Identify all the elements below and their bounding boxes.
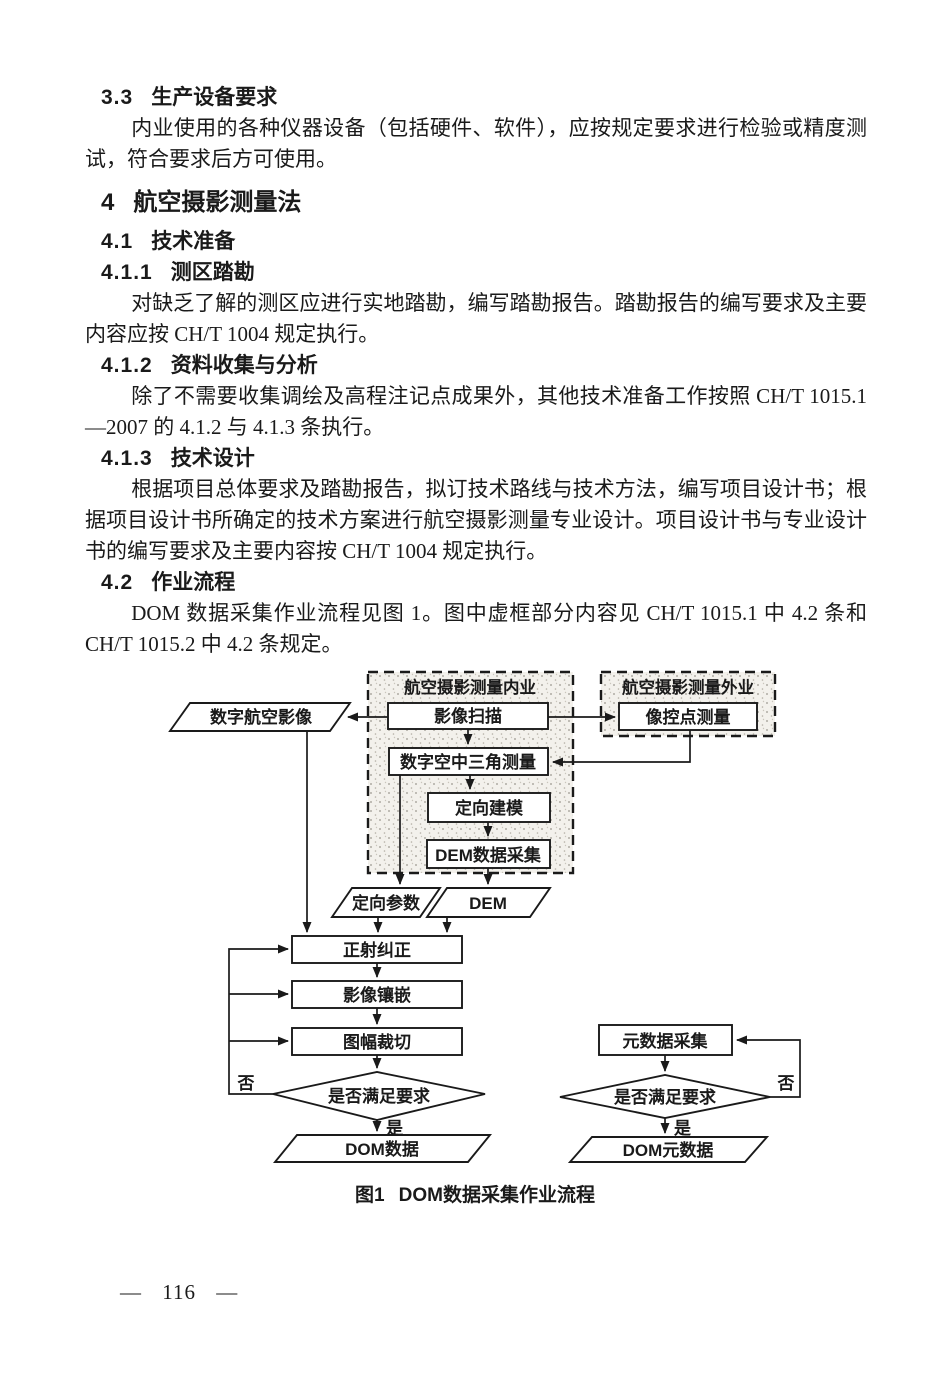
paragraph-4-1-3: 根据项目总体要求及踏勘报告，拟订技术路线与技术方法，编写项目设计书；根据项目设计… bbox=[85, 477, 867, 563]
section-number: 4.1 bbox=[101, 230, 134, 253]
sheet-clipping-label: 图幅裁切 bbox=[343, 1032, 411, 1052]
section-number: 4.1.2 bbox=[101, 354, 153, 377]
heading-4-2: 4.2 作业流程 bbox=[85, 567, 867, 598]
heading-4: 4 航空摄影测量法 bbox=[85, 184, 867, 222]
orientation-modeling-label: 定向建模 bbox=[455, 798, 524, 818]
node-digital-aerial-triangulation: 数字空中三角测量 bbox=[388, 747, 549, 776]
dom-metadata-shape bbox=[567, 1136, 770, 1163]
no-label-left: 否 bbox=[237, 1074, 255, 1093]
image-scanning-shape bbox=[387, 702, 549, 730]
orientation-modeling-shape bbox=[427, 792, 551, 823]
node-digital-aerial-image: 数字航空影像 bbox=[168, 702, 352, 732]
node-dem: DEM bbox=[425, 887, 552, 918]
node-control-point-survey: 像控点测量 bbox=[618, 702, 758, 731]
dom-metadata-label: DOM元数据 bbox=[623, 1140, 714, 1160]
paragraph-3-3: 内业使用的各种仪器设备（包括硬件、软件），应按规定要求进行检验或精度测试，符合要… bbox=[85, 116, 867, 171]
node-sheet-clipping: 图幅裁切 bbox=[291, 1027, 463, 1056]
edge-control-to-triangulation bbox=[552, 730, 691, 767]
decision-left-shape bbox=[272, 1071, 486, 1121]
no-label-right: 否 bbox=[777, 1074, 795, 1093]
decision-right-shape bbox=[559, 1074, 771, 1119]
node-orientation-modeling: 定向建模 bbox=[427, 792, 551, 823]
digital-aerial-image-label: 数字航空影像 bbox=[210, 707, 313, 727]
dem-shape bbox=[425, 887, 552, 918]
image-scanning-label: 影像扫描 bbox=[434, 706, 502, 726]
image-mosaic-label: 影像镶嵌 bbox=[343, 985, 411, 1005]
heading-4-1-2: 4.1.2 资料收集与分析 bbox=[85, 350, 867, 381]
control-point-survey-label: 像控点测量 bbox=[646, 707, 731, 727]
yes-label-left: 是 bbox=[386, 1119, 403, 1138]
paragraph-4-1-2: 除了不需要收集调绘及高程注记点成果外，其他技术准备工作按照 CH/T 1015.… bbox=[85, 384, 867, 439]
metadata-collection-label: 元数据采集 bbox=[623, 1031, 709, 1051]
yes-label-right: 是 bbox=[674, 1119, 691, 1138]
section-title: 生产设备要求 bbox=[151, 86, 278, 109]
section-title: 作业流程 bbox=[151, 571, 236, 594]
section-number: 4 bbox=[101, 189, 116, 216]
digital-aerial-triangulation-label: 数字空中三角测量 bbox=[400, 752, 536, 772]
flow-connectors bbox=[228, 712, 801, 1134]
orientation-parameters-label: 定向参数 bbox=[352, 893, 421, 913]
node-decision-right: 是否满足要求 bbox=[559, 1074, 771, 1119]
node-orientation-parameters: 定向参数 bbox=[330, 887, 442, 918]
dom-workflow-flowchart: 航空摄影测量内业 航空摄影测量外业 bbox=[168, 670, 801, 1163]
node-image-scanning: 影像扫描 bbox=[387, 702, 549, 730]
section-number: 4.1.3 bbox=[101, 447, 153, 470]
section-title: 技术设计 bbox=[170, 447, 255, 470]
orientation-parameters-shape bbox=[330, 887, 442, 918]
dem-data-collection-label: DEM数据采集 bbox=[435, 845, 542, 865]
node-dom-data: DOM数据 bbox=[273, 1134, 492, 1163]
node-dem-data-collection: DEM数据采集 bbox=[426, 839, 551, 869]
dem-label: DEM bbox=[469, 894, 507, 913]
dem-data-collection-shape bbox=[426, 839, 551, 869]
heading-4-1-3: 4.1.3 技术设计 bbox=[85, 443, 867, 474]
section-title: 技术准备 bbox=[151, 230, 236, 253]
digital-aerial-triangulation-shape bbox=[388, 747, 549, 776]
node-dom-metadata: DOM元数据 bbox=[567, 1136, 770, 1163]
digital-aerial-image-shape bbox=[168, 702, 352, 732]
heading-4-1: 4.1 技术准备 bbox=[85, 226, 867, 257]
outdoor-group-label: 航空摄影测量外业 bbox=[622, 677, 754, 697]
node-orthorectification: 正射纠正 bbox=[291, 935, 463, 964]
body-text: 3.3 生产设备要求 内业使用的各种仪器设备（包括硬件、软件），应按规定要求进行检… bbox=[85, 82, 867, 660]
figure-caption: 图1 DOM数据采集作业流程 bbox=[0, 1180, 950, 1207]
section-title: 测区踏勘 bbox=[170, 261, 255, 284]
node-metadata-collection: 元数据采集 bbox=[598, 1024, 733, 1056]
edge-no-loop-to-ortho bbox=[228, 944, 289, 1095]
orthorectification-shape bbox=[291, 935, 463, 964]
section-number: 3.3 bbox=[101, 86, 134, 109]
indoor-group-label: 航空摄影测量内业 bbox=[404, 677, 536, 697]
section-title: 航空摄影测量法 bbox=[133, 189, 302, 216]
section-number: 4.2 bbox=[101, 571, 134, 594]
section-title: 资料收集与分析 bbox=[170, 354, 318, 377]
page-number: — 116 — bbox=[120, 1280, 239, 1304]
section-number: 4.1.1 bbox=[101, 261, 153, 284]
paragraph-4-2: DOM 数据采集作业流程见图 1。图中虚框部分内容见 CH/T 1015.1 中… bbox=[85, 601, 867, 656]
edge-no-loop-to-meta bbox=[736, 1035, 801, 1098]
node-image-mosaic: 影像镶嵌 bbox=[291, 980, 463, 1009]
heading-3-3: 3.3 生产设备要求 bbox=[85, 82, 867, 113]
dom-data-shape bbox=[273, 1134, 492, 1163]
decision-left-label: 是否满足要求 bbox=[328, 1086, 430, 1106]
sheet-clipping-shape bbox=[291, 1027, 463, 1056]
heading-4-1-1: 4.1.1 测区踏勘 bbox=[85, 257, 867, 288]
dom-data-label: DOM数据 bbox=[345, 1139, 419, 1159]
control-point-survey-shape bbox=[618, 702, 758, 731]
figure-caption-title: DOM数据采集作业流程 bbox=[398, 1185, 595, 1206]
orthorectification-label: 正射纠正 bbox=[343, 940, 411, 960]
image-mosaic-shape bbox=[291, 980, 463, 1009]
metadata-collection-shape bbox=[598, 1024, 733, 1056]
decision-right-label: 是否满足要求 bbox=[614, 1087, 716, 1107]
node-decision-left: 是否满足要求 bbox=[272, 1071, 486, 1121]
figure-caption-number: 图1 bbox=[355, 1185, 385, 1206]
paragraph-4-1-1: 对缺乏了解的测区应进行实地踏勘，编写踏勘报告。踏勘报告的编写要求及主要内容应按 … bbox=[85, 291, 867, 346]
